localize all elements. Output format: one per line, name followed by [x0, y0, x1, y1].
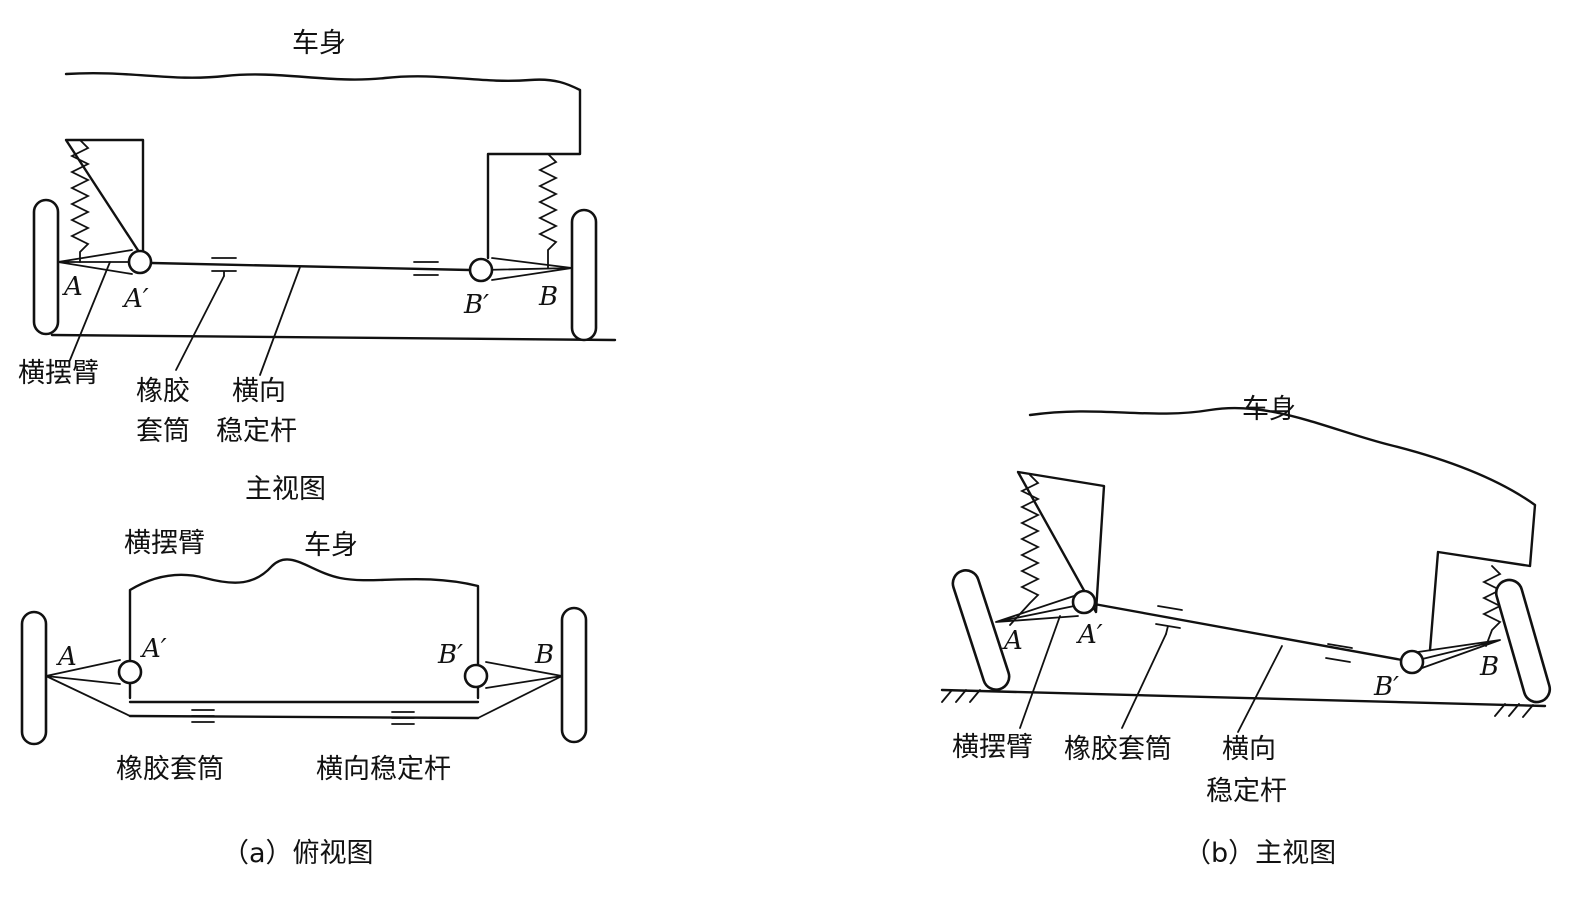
- leader-bush-rolled: [1121, 633, 1167, 729]
- pivot-a-prime-plan: [117, 659, 143, 685]
- leader-bush: [175, 275, 225, 371]
- caption-a: （a）俯视图: [222, 838, 374, 869]
- pivot-a-prime: [127, 249, 153, 275]
- label-point-a-prime: A′: [124, 284, 149, 314]
- label-stabilizer-plan: 横向稳定杆: [316, 754, 451, 785]
- vehicle-body: [64, 71, 582, 260]
- pivot-b-prime-rolled: [1399, 649, 1425, 675]
- stabilizer-bar-plan: [128, 700, 480, 720]
- leader-arm-rolled: [1019, 615, 1061, 729]
- vehicle-body-rolled: [1016, 406, 1537, 652]
- wheel-right: [570, 208, 598, 342]
- label-point-b-prime-rolled: B′: [1374, 672, 1400, 702]
- plan-view-bottom-left: [20, 558, 588, 746]
- label-point-a-rolled: A: [1004, 626, 1023, 656]
- label-body-front: 车身: [292, 28, 346, 59]
- label-lateral-arm: 横摆臂: [18, 358, 99, 389]
- label-front-view-title: 主视图: [245, 474, 326, 505]
- leader-arm: [69, 261, 111, 361]
- label-stabilizer-line2: 稳定杆: [216, 416, 297, 447]
- label-bushing-line1: 橡胶: [136, 376, 190, 407]
- label-point-b-plan: B: [535, 640, 555, 670]
- wheel-left: [32, 198, 60, 336]
- label-body-plan: 车身: [304, 530, 358, 561]
- ground-hatch: [941, 689, 1534, 718]
- bushing-plan-2: [391, 711, 415, 725]
- caption-b: （b）主视图: [1184, 838, 1337, 869]
- ground-line-rolled: [940, 688, 1547, 708]
- label-point-b-prime: B′: [464, 290, 490, 320]
- label-stabilizer-line1: 横向: [232, 376, 286, 407]
- lower-arm-left: [57, 249, 141, 275]
- bushing-rolled-1: [1155, 605, 1183, 635]
- leader-bar-rolled: [1237, 645, 1283, 733]
- pivot-b-prime-plan: [463, 663, 489, 689]
- bushing-marks-2: [413, 261, 439, 276]
- label-point-a-plan: A: [58, 642, 77, 672]
- lower-arm-left-rolled: [995, 595, 1085, 623]
- bushing-plan-1: [191, 709, 215, 723]
- wheel-right-rolled: [1494, 578, 1552, 704]
- label-bushing-plan: 橡胶套筒: [116, 754, 224, 785]
- wheel-left-rolled: [951, 569, 1011, 691]
- bushing-rolled-2: [1325, 643, 1353, 663]
- label-point-a-prime-rolled: A′: [1078, 620, 1103, 650]
- bushing-marks-1: [211, 257, 237, 277]
- label-point-a-prime-plan: A′: [142, 634, 167, 664]
- label-point-a: A: [64, 272, 83, 302]
- label-bushing-line2: 套筒: [136, 416, 190, 447]
- spring-right-rolled: [1481, 565, 1503, 647]
- label-point-b: B: [539, 282, 559, 312]
- pivot-b-prime: [468, 257, 494, 283]
- rolled-front-view-right: [940, 406, 1552, 733]
- wheel-right-plan: [560, 606, 588, 744]
- spring-right: [537, 153, 559, 269]
- label-lateral-arm-plan: 横摆臂: [124, 528, 205, 559]
- label-bushing-rolled: 橡胶套筒: [1064, 734, 1172, 765]
- vehicle-body-plan: [128, 558, 480, 700]
- label-point-b-prime-plan: B′: [438, 640, 464, 670]
- lower-arm-right-rolled: [1409, 639, 1501, 669]
- label-stabilizer-rolled-line1: 横向: [1222, 734, 1276, 765]
- label-point-b-rolled: B: [1480, 652, 1500, 682]
- wheel-left-plan: [20, 610, 48, 746]
- spring-left-rolled: [1009, 474, 1041, 626]
- spring-left: [69, 139, 91, 263]
- lower-arm-right-plan: [477, 661, 563, 719]
- ground-line: [50, 333, 617, 342]
- lower-arm-right: [481, 257, 573, 281]
- label-body-rolled: 车身: [1242, 394, 1296, 425]
- front-view-top-left: [32, 71, 617, 376]
- stabilizer-bar: [150, 261, 472, 272]
- label-stabilizer-rolled-line2: 稳定杆: [1206, 776, 1287, 807]
- stabilizer-bar-rolled: [1092, 602, 1404, 662]
- label-lateral-arm-rolled: 横摆臂: [952, 732, 1033, 763]
- leader-bar: [259, 266, 301, 376]
- pivot-a-prime-rolled: [1071, 589, 1097, 615]
- lower-arm-left-plan: [45, 659, 131, 717]
